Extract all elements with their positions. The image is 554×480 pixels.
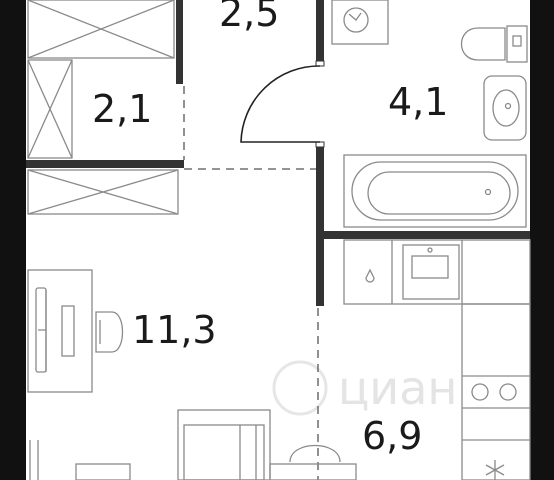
sofa-edge-icon (29, 440, 39, 480)
zone-dividers (183, 86, 319, 480)
room-area-storage: 2,1 (92, 87, 152, 131)
kitchen-side-counter (461, 303, 531, 480)
wardrobe-side-icon (27, 59, 73, 159)
watermark-text: циан (338, 361, 457, 415)
washing-machine-icon (331, 0, 389, 45)
interior-walls (26, 0, 530, 306)
desk-icon (27, 269, 93, 393)
wardrobe (27, 0, 179, 215)
storage-bottom-wall (26, 160, 184, 168)
wardrobe-bottom-icon (27, 169, 179, 215)
watermark-logo-icon (272, 360, 328, 416)
side-table-icon (75, 463, 131, 480)
right-exterior-wall (530, 0, 554, 480)
bathroom-wall-upper (316, 0, 324, 62)
monitor-icon (38, 290, 47, 372)
water-drop-icon (365, 268, 375, 283)
room-area-living: 11,3 (132, 308, 217, 352)
bathroom-sink-icon (483, 75, 527, 141)
fixtures (27, 0, 531, 480)
area-labels: 2,5 2,1 4,1 11,3 6,9 (92, 0, 448, 458)
kitchen-upper-counter (343, 239, 531, 305)
storage-hall-wall (176, 0, 183, 84)
room-area-kitchen: 6,9 (362, 414, 422, 458)
dining-chair-icon (289, 444, 341, 463)
work-desk (27, 269, 124, 393)
dining-table-icon (269, 463, 357, 480)
bathtub-icon (343, 154, 527, 228)
living-furniture (29, 409, 357, 480)
chair-icon (95, 311, 124, 353)
bathroom-wall-lower (316, 146, 324, 306)
stove-icon (462, 383, 530, 409)
toilet-icon (461, 25, 528, 63)
left-exterior-wall (0, 0, 26, 480)
kitchen-sink-icon (402, 244, 460, 300)
kitchen-counter (343, 239, 531, 480)
snowflake-icon (485, 460, 505, 480)
watermark: циан (272, 360, 457, 416)
room-area-bathroom: 4,1 (388, 80, 448, 124)
wardrobe-top-icon (27, 0, 175, 59)
armchair-icon (177, 409, 271, 480)
bathroom-door (240, 60, 325, 148)
room-area-hall: 2,5 (219, 0, 279, 35)
door-swing-icon (240, 65, 321, 143)
bathroom-bottom-wall (324, 231, 530, 239)
